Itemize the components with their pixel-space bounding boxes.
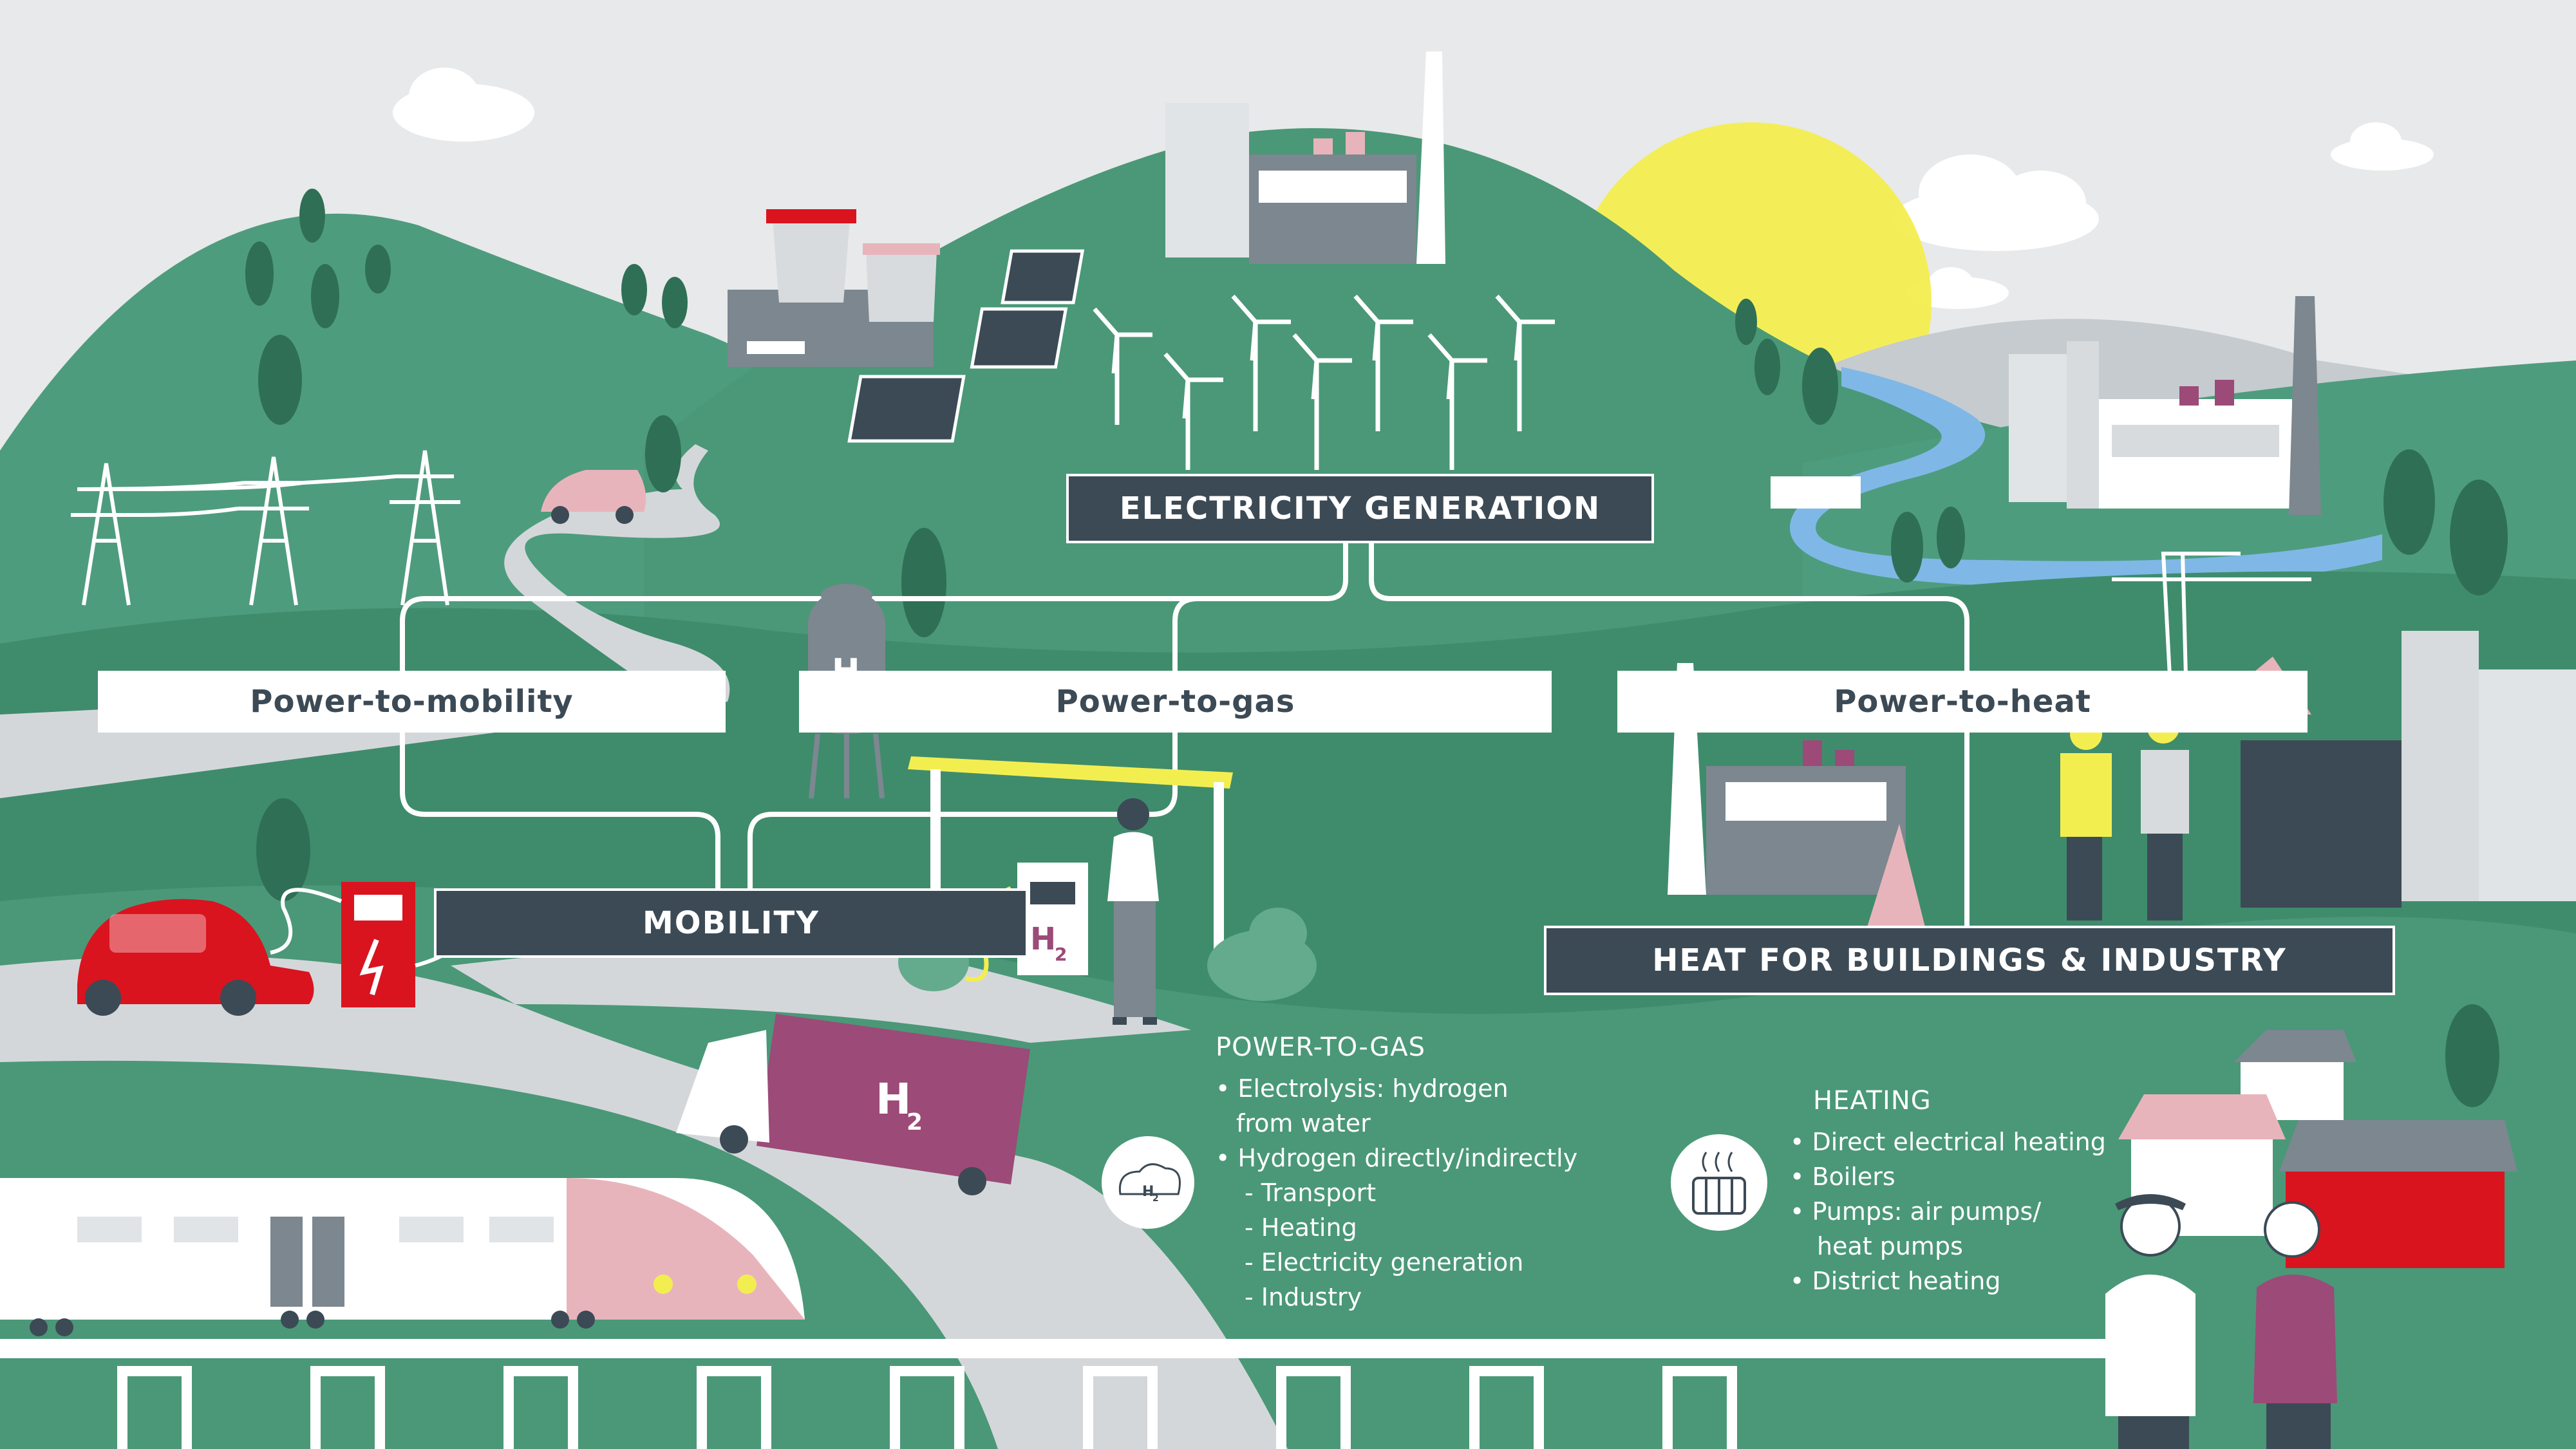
shrub-icon xyxy=(898,908,1317,1001)
power-plant-icon xyxy=(1165,51,1445,264)
electricity-generation-label: ELECTRICITY GENERATION xyxy=(1066,474,1654,543)
bridge-pillars xyxy=(117,1366,1737,1449)
factory-icon xyxy=(1771,296,2321,515)
pump-h2-label: H xyxy=(1030,921,1056,957)
info-line: - Transport xyxy=(1245,1179,1377,1207)
worker-icon xyxy=(2060,711,2189,921)
nuclear-plant-icon xyxy=(728,209,940,367)
people-icon xyxy=(2105,1194,2337,1449)
electric-car-icon xyxy=(541,470,646,524)
office-building-icon xyxy=(2202,631,2576,908)
heating-info: HEATING • Direct electrical heating • Bo… xyxy=(1790,1083,2150,1298)
crane-icon xyxy=(2112,552,2311,677)
power-to-gas-label: Power-to-gas xyxy=(799,671,1552,733)
red-car-icon xyxy=(77,899,314,1016)
power-to-mobility-label: Power-to-mobility xyxy=(98,671,726,733)
train-icon xyxy=(0,1178,805,1336)
bridge-deck xyxy=(0,1339,2157,1358)
truck-h2-label: H xyxy=(876,1074,911,1124)
wind-turbine-icon xyxy=(1093,294,1555,470)
info-line: • Boilers xyxy=(1790,1163,1895,1191)
info-line: • Electrolysis: hydrogen xyxy=(1216,1074,1509,1103)
info-line: from water xyxy=(1236,1109,1371,1137)
hydrogen-cloud-icon: H 2 xyxy=(1102,1136,1194,1229)
heating-info-title: HEATING xyxy=(1813,1086,1932,1116)
road-main xyxy=(0,955,1288,1449)
radiator-icon xyxy=(1671,1134,1767,1231)
tree-icon xyxy=(245,189,2508,1107)
cloud-icon xyxy=(393,68,2434,309)
power-to-gas-info-title: POWER-TO-GAS xyxy=(1216,1033,1426,1062)
road-station xyxy=(451,946,1191,1043)
info-line: • Pumps: air pumps/ xyxy=(1790,1197,2042,1226)
person-icon xyxy=(1107,798,1159,1025)
hydrogen-truck-icon: H 2 xyxy=(676,1014,1030,1195)
info-line: - Heating xyxy=(1245,1213,1357,1242)
power-pylon-icon xyxy=(71,450,460,606)
truck-h2-subscript: 2 xyxy=(907,1109,923,1136)
mobility-label: MOBILITY xyxy=(434,888,1028,958)
info-line: - Industry xyxy=(1245,1283,1362,1311)
icon-h2-subscript: 2 xyxy=(1152,1193,1159,1204)
info-line: • District heating xyxy=(1790,1267,2001,1295)
heat-buildings-industry-label: HEAT FOR BUILDINGS & INDUSTRY xyxy=(1544,926,2395,995)
info-line: • Direct electrical heating xyxy=(1790,1128,2106,1156)
info-line: - Electricity generation xyxy=(1245,1248,1524,1276)
info-line: heat pumps xyxy=(1817,1232,1963,1260)
pump-h2-subscript: 2 xyxy=(1055,944,1067,965)
river xyxy=(1790,367,2382,587)
solar-panel-icon xyxy=(847,249,1085,443)
power-to-heat-label: Power-to-heat xyxy=(1617,671,2308,733)
info-line: • Hydrogen directly/indirectly xyxy=(1216,1144,1578,1172)
power-to-gas-info: POWER-TO-GAS • Electrolysis: hydrogen fr… xyxy=(1216,1030,1628,1314)
house-icon xyxy=(2118,1030,2517,1268)
icon-h2-label: H xyxy=(1142,1184,1154,1200)
charging-station-icon xyxy=(270,882,478,1007)
